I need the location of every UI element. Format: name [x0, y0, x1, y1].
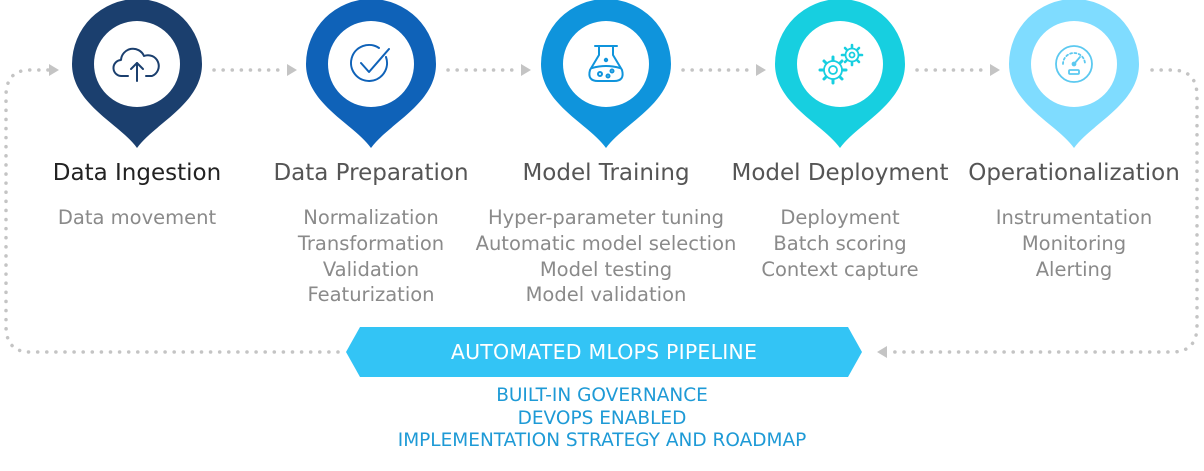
pipeline-banner	[346, 327, 862, 377]
footer-notes: BUILT-IN GOVERNANCE DEVOPS ENABLED IMPLE…	[300, 385, 904, 453]
stage-item: Context capture	[761, 257, 919, 281]
stage-item: Deployment	[780, 206, 900, 229]
stage-pin-model-training	[541, 0, 671, 148]
stage-items-operationalization: Instrumentation Monitoring Alerting	[934, 205, 1204, 282]
stage-title-data-preparation: Data Preparation	[273, 160, 469, 186]
gears-icon	[818, 43, 864, 85]
banner-shape	[346, 327, 862, 377]
arrow-into-stage-2	[287, 64, 297, 76]
stage-item: Model testing	[539, 257, 673, 281]
banner-label: AUTOMATED MLOPS PIPELINE	[450, 340, 758, 364]
footer-line: IMPLEMENTATION STRATEGY AND ROADMAP	[397, 430, 807, 451]
arrow-into-banner	[877, 346, 887, 358]
stage-pin-model-deployment	[775, 0, 905, 148]
stage-pin-data-ingestion	[72, 0, 202, 148]
footer-line: DEVOPS ENABLED	[517, 407, 687, 429]
stage-item: Batch scoring	[773, 231, 907, 255]
stage-item: Transformation	[297, 231, 445, 255]
arrow-into-stage-3	[521, 64, 531, 76]
stage-items-model-training: Hyper-parameter tuning Automatic model s…	[466, 205, 746, 308]
footer-line: BUILT-IN GOVERNANCE	[496, 385, 708, 406]
pin-face	[563, 21, 649, 107]
stage-item: Alerting	[1035, 257, 1113, 281]
checkmark-circle-icon	[350, 43, 390, 82]
stage-item: Normalization	[303, 206, 439, 229]
stage-title-operationalization: Operationalization	[968, 160, 1180, 186]
stage-items-data-ingestion: Data movement	[0, 205, 277, 231]
stage-items-data-preparation: Normalization Transformation Validation …	[231, 205, 511, 308]
arrow-into-stage-1	[49, 64, 59, 76]
stage-item: Hyper-parameter tuning	[487, 206, 725, 229]
cloud-upload-icon	[112, 47, 160, 82]
pin-face	[328, 21, 414, 107]
stage-item: Data movement	[57, 206, 217, 229]
stage-item: Automatic model selection	[475, 231, 737, 255]
stage-item: Featurization	[307, 283, 435, 307]
stage-item: Model validation	[525, 283, 687, 307]
stage-title-data-ingestion: Data Ingestion	[52, 160, 222, 186]
stage-items-model-deployment: Deployment Batch scoring Context capture	[700, 205, 980, 282]
stage-pin-operationalization	[1009, 0, 1139, 148]
flask-icon	[588, 45, 624, 82]
stage-item: Monitoring	[1021, 231, 1127, 255]
stage-title-model-deployment: Model Deployment	[731, 160, 949, 186]
arrow-into-stage-4	[756, 64, 766, 76]
stage-item: Instrumentation	[995, 206, 1153, 229]
stage-item: Validation	[322, 257, 420, 281]
arrow-into-stage-5	[990, 64, 1000, 76]
gauge-icon	[1055, 45, 1093, 83]
loop-left-arc	[4, 68, 340, 354]
stage-pin-data-preparation	[306, 0, 436, 148]
stage-title-model-training: Model Training	[522, 160, 690, 186]
